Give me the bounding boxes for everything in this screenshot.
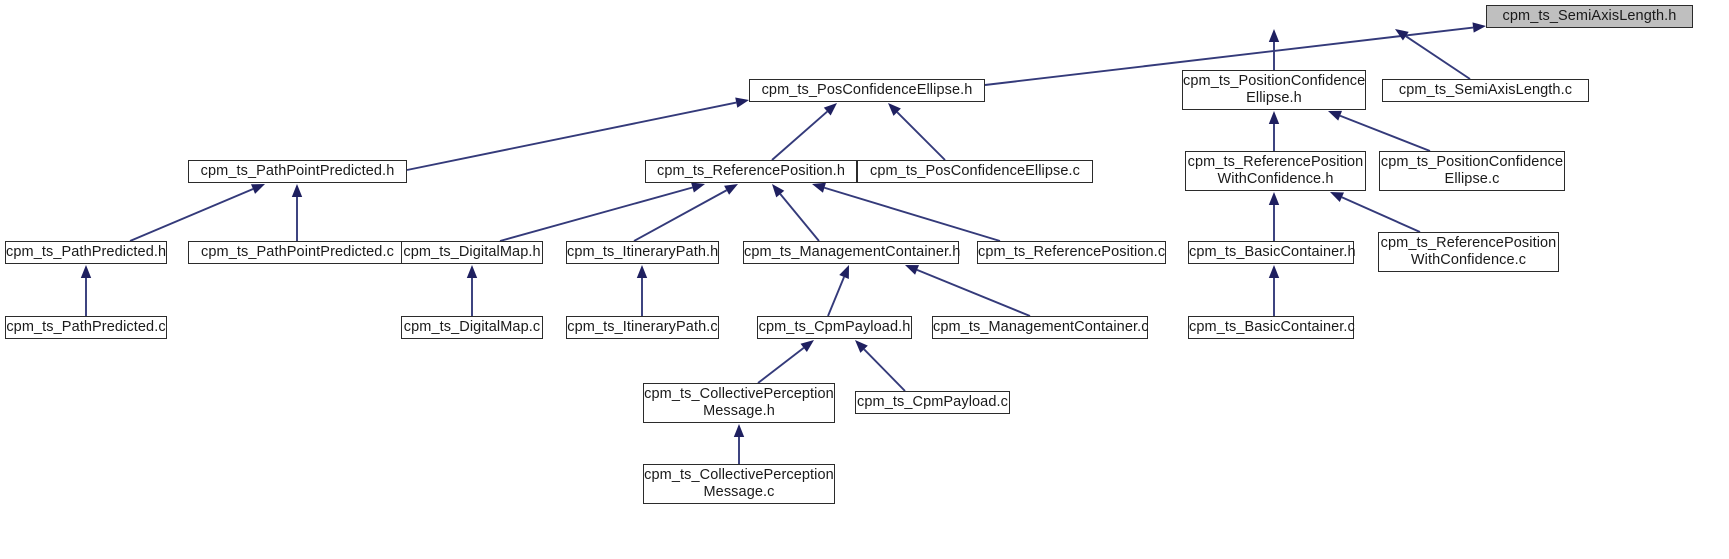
graph-node-label: cpm_ts_DigitalMap.c (403, 319, 541, 335)
graph-edge-itinerarypath_h-to-referenceposition_h (633, 184, 738, 242)
graph-node-label: cpm_ts_PathPredicted.c (6, 319, 166, 335)
graph-edge-digitalmap_h-to-referenceposition_h (499, 182, 705, 242)
graph-edge-managementcontainer_h-to-referenceposition_h (772, 184, 820, 242)
graph-node-label: cpm_ts_CollectivePerception Message.c (644, 467, 834, 500)
graph-edge-referencepositionwithconfidence_h-to-positionconfidenceellipse_h (1268, 111, 1280, 151)
graph-edge-itinerarypath_c-to-itinerarypath_h (636, 265, 648, 316)
graph-node-label: cpm_ts_ReferencePosition WithConfidence.… (1380, 235, 1557, 268)
graph-node-collectiveperceptionmessage_c[interactable]: cpm_ts_CollectivePerception Message.c (643, 464, 835, 504)
graph-node-managementcontainer_c[interactable]: cpm_ts_ManagementContainer.c (932, 316, 1148, 339)
graph-node-label: cpm_ts_CpmPayload.h (758, 319, 911, 335)
graph-node-label: cpm_ts_PathPredicted.h (6, 244, 167, 260)
graph-node-label: cpm_ts_ReferencePosition.h (657, 163, 845, 179)
graph-node-label: cpm_ts_PositionConfidence Ellipse.h (1183, 73, 1366, 106)
graph-node-pathpointpredicted_h[interactable]: cpm_ts_PathPointPredicted.h (188, 160, 407, 183)
graph-node-label: cpm_ts_ReferencePosition.c (978, 244, 1166, 260)
graph-edge-managementcontainer_c-to-managementcontainer_h (905, 265, 1031, 317)
graph-node-basiccontainer_c[interactable]: cpm_ts_BasicContainer.c (1188, 316, 1355, 339)
graph-node-posconfidenceellipse_h[interactable]: cpm_ts_PosConfidenceEllipse.h (749, 79, 985, 102)
graph-node-managementcontainer_h[interactable]: cpm_ts_ManagementContainer.h (743, 241, 961, 264)
graph-node-referencepositionwithconfidence_h[interactable]: cpm_ts_ReferencePosition WithConfidence.… (1185, 151, 1366, 191)
graph-node-pathpredicted_c[interactable]: cpm_ts_PathPredicted.c (5, 316, 167, 339)
graph-node-itinerarypath_c[interactable]: cpm_ts_ItineraryPath.c (566, 316, 719, 339)
graph-node-pathpredicted_h[interactable]: cpm_ts_PathPredicted.h (5, 241, 167, 264)
graph-node-label: cpm_ts_PosConfidenceEllipse.h (761, 82, 973, 98)
graph-node-positionconfidenceellipse_c[interactable]: cpm_ts_PositionConfidence Ellipse.c (1379, 151, 1565, 191)
graph-edge-collectiveperceptionmessage_h-to-cpmpayload_h (757, 340, 814, 384)
graph-edge-referenceposition_h-to-posconfidenceellipse_h (771, 103, 837, 161)
graph-edge-basiccontainer_c-to-basiccontainer_h (1268, 265, 1280, 316)
graph-edge-collectiveperceptionmessage_c-to-collectiveperceptionmessage_h (733, 424, 745, 464)
graph-edge-semiaxislength_c-to-semiaxislength_h (1395, 29, 1471, 80)
graph-node-label: cpm_ts_BasicContainer.c (1189, 319, 1355, 335)
graph-edge-cpmpayload_h-to-managementcontainer_h (827, 265, 849, 317)
graph-edge-referenceposition_c-to-referenceposition_h (812, 182, 1001, 242)
graph-edge-pathpredicted_c-to-pathpredicted_h (80, 265, 92, 316)
graph-node-label: cpm_ts_PathPointPredicted.h (200, 163, 395, 179)
graph-node-label: cpm_ts_SemiAxisLength.c (1398, 82, 1573, 98)
graph-node-label: cpm_ts_ItineraryPath.h (567, 244, 719, 260)
graph-edge-positionconfidenceellipse_c-to-positionconfidenceellipse_h (1328, 110, 1431, 152)
graph-node-label: cpm_ts_CpmPayload.c (857, 394, 1008, 410)
graph-edge-pathpointpredicted_c-to-pathpointpredicted_h (291, 184, 303, 241)
graph-node-posconfidenceellipse_c[interactable]: cpm_ts_PosConfidenceEllipse.c (857, 160, 1093, 183)
graph-node-pathpointpredicted_c[interactable]: cpm_ts_PathPointPredicted.c (188, 241, 407, 264)
graph-node-label: cpm_ts_CollectivePerception Message.h (644, 386, 834, 419)
graph-node-label: cpm_ts_BasicContainer.h (1189, 244, 1356, 260)
graph-node-label: cpm_ts_PositionConfidence Ellipse.c (1380, 154, 1564, 187)
graph-node-label: cpm_ts_ManagementContainer.h (744, 244, 961, 260)
graph-node-collectiveperceptionmessage_h[interactable]: cpm_ts_CollectivePerception Message.h (643, 383, 835, 423)
graph-node-itinerarypath_h[interactable]: cpm_ts_ItineraryPath.h (566, 241, 719, 264)
graph-node-referenceposition_c[interactable]: cpm_ts_ReferencePosition.c (977, 241, 1166, 264)
graph-edge-posconfidenceellipse_c-to-posconfidenceellipse_h (888, 103, 946, 161)
graph-node-semiaxislength_c[interactable]: cpm_ts_SemiAxisLength.c (1382, 79, 1589, 102)
graph-node-label: cpm_ts_PathPointPredicted.c (201, 244, 394, 260)
graph-node-digitalmap_c[interactable]: cpm_ts_DigitalMap.c (401, 316, 543, 339)
graph-node-cpmpayload_c[interactable]: cpm_ts_CpmPayload.c (855, 391, 1010, 414)
graph-node-cpmpayload_h[interactable]: cpm_ts_CpmPayload.h (757, 316, 912, 339)
graph-node-basiccontainer_h[interactable]: cpm_ts_BasicContainer.h (1188, 241, 1356, 264)
graph-node-positionconfidenceellipse_h[interactable]: cpm_ts_PositionConfidence Ellipse.h (1182, 70, 1366, 110)
graph-node-label: cpm_ts_ItineraryPath.c (567, 319, 718, 335)
graph-edge-pathpredicted_h-to-pathpointpredicted_h (129, 184, 265, 242)
graph-node-semiaxislength_h[interactable]: cpm_ts_SemiAxisLength.h (1486, 5, 1693, 28)
graph-node-label: cpm_ts_ManagementContainer.c (933, 319, 1149, 335)
graph-node-label: cpm_ts_PosConfidenceEllipse.c (869, 163, 1081, 179)
graph-node-label: cpm_ts_ReferencePosition WithConfidence.… (1187, 154, 1364, 187)
graph-edge-positionconfidenceellipse_h-to-semiaxislength_h (1268, 29, 1280, 70)
graph-edge-basiccontainer_h-to-referencepositionwithconfidence_h (1268, 192, 1280, 241)
graph-node-referenceposition_h[interactable]: cpm_ts_ReferencePosition.h (645, 160, 857, 183)
graph-edge-digitalmap_c-to-digitalmap_h (466, 265, 478, 316)
graph-edge-referencepositionwithconfidence_c-to-referencepositionwithconfidence_h (1330, 192, 1421, 233)
graph-node-digitalmap_h[interactable]: cpm_ts_DigitalMap.h (401, 241, 543, 264)
graph-node-referencepositionwithconfidence_c[interactable]: cpm_ts_ReferencePosition WithConfidence.… (1378, 232, 1559, 272)
graph-node-label: cpm_ts_SemiAxisLength.h (1502, 8, 1677, 24)
graph-edge-cpmpayload_c-to-cpmpayload_h (855, 340, 906, 392)
graph-node-label: cpm_ts_DigitalMap.h (403, 244, 541, 260)
